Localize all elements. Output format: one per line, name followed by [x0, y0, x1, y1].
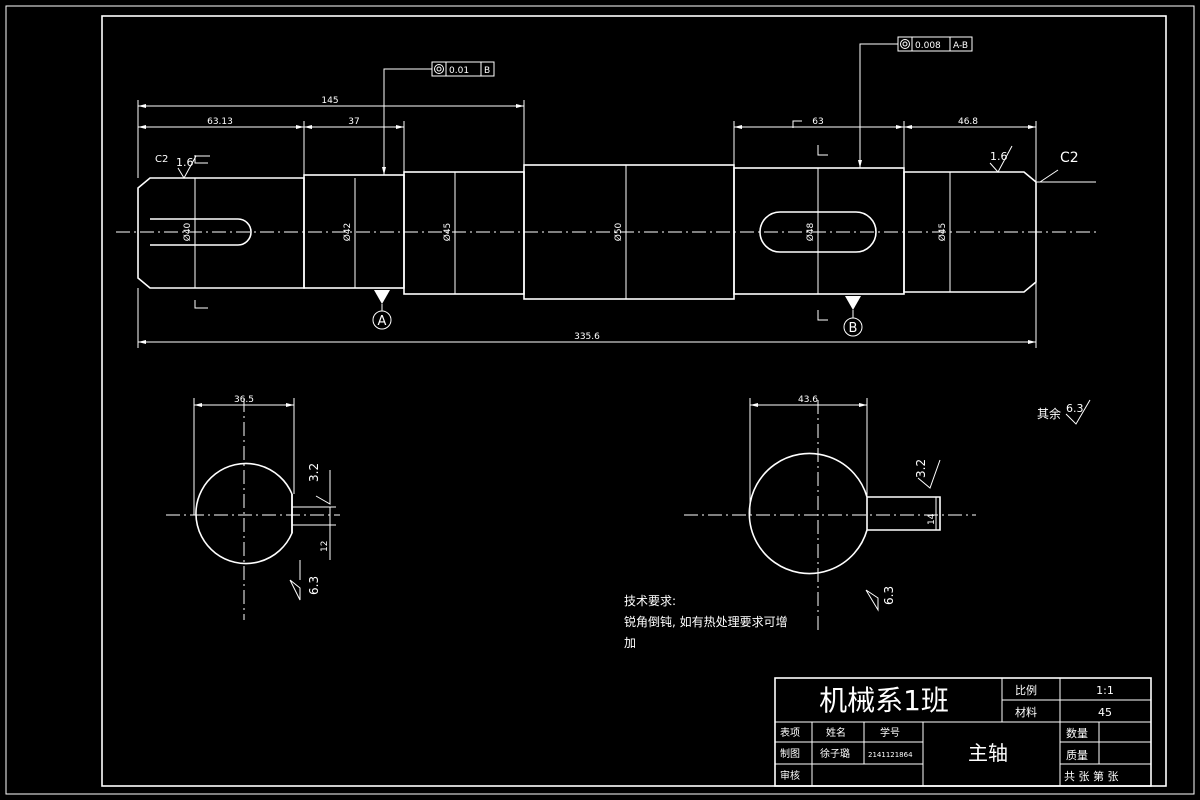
material-label: 材料 — [1015, 705, 1037, 719]
datum-a: A — [372, 290, 392, 330]
title-school: 机械系1班 — [819, 684, 949, 717]
row-draw: 制图 — [780, 747, 800, 760]
col-item: 表项 — [780, 726, 800, 739]
roughness-63-left: 6.3 — [307, 576, 321, 595]
tech-line-2: 加 — [624, 636, 636, 650]
qty-label: 数量 — [1066, 727, 1088, 740]
drawer-name: 徐子璐 — [820, 747, 850, 760]
outer-border — [5, 5, 1195, 795]
dia-42: Ø42 — [342, 223, 353, 242]
dia-45b: Ø45 — [937, 223, 948, 242]
weight-label: 质量 — [1066, 749, 1088, 762]
shaft-seg-1 — [137, 177, 305, 289]
keyway-left — [150, 218, 252, 246]
dia-45a: Ø45 — [442, 223, 453, 242]
tolerance-frame-left: 0.01 B — [382, 61, 495, 175]
roughness-symbol-2: 1.6 — [989, 145, 1013, 173]
dim-436: 43.6 — [798, 395, 818, 405]
rest-roughness-value: 6.3 — [1066, 402, 1084, 415]
rest-roughness-icon — [1065, 399, 1091, 425]
svg-text:A: A — [378, 314, 387, 329]
svg-text:1.6: 1.6 — [176, 156, 194, 169]
svg-text:A-B: A-B — [953, 41, 968, 51]
shaft-seg-3 — [403, 171, 525, 295]
horizontal-dims — [137, 100, 1037, 348]
chamfer-left: C2 — [155, 154, 168, 165]
key-width-right: 14 — [927, 513, 937, 525]
scale-label: 比例 — [1015, 683, 1037, 697]
dim-63: 63 — [812, 117, 823, 127]
chamfer-right: C2 — [1060, 150, 1079, 166]
scale-value: 1:1 — [1096, 684, 1114, 697]
rest-roughness-label: 其余 — [1037, 406, 1061, 421]
dim-468: 46.8 — [958, 117, 978, 127]
dim-3356: 335.6 — [574, 332, 600, 342]
roughness-symbol-1: 1.6 — [176, 155, 210, 180]
dim-365: 36.5 — [234, 395, 254, 405]
roughness-32-right: 3.2 — [914, 459, 928, 478]
section-view-left — [166, 398, 340, 620]
keyway-right — [759, 211, 877, 253]
roughness-63-right: 6.3 — [882, 586, 896, 605]
dim-6313: 63.13 — [207, 117, 233, 127]
dim-145: 145 — [321, 96, 338, 106]
dia-left: Ø40 — [182, 222, 193, 241]
tolerance-frame-right: 0.008 A-B — [858, 36, 973, 168]
dim-37: 37 — [348, 117, 359, 127]
material-value: 45 — [1098, 706, 1112, 719]
inner-border — [101, 15, 1167, 787]
shaft-view — [116, 164, 1100, 300]
drawer-id: 2141121864 — [868, 751, 913, 759]
dia-50: Ø50 — [613, 222, 624, 241]
svg-text:B: B — [484, 66, 490, 76]
row-check: 审核 — [780, 769, 800, 782]
roughness-32-left: 3.2 — [307, 463, 321, 482]
key-width-left: 12 — [320, 541, 330, 552]
svg-text:0.008: 0.008 — [915, 41, 941, 51]
svg-text:0.01: 0.01 — [449, 66, 469, 76]
datum-b: B — [843, 296, 863, 337]
dia-mid-right: Ø48 — [805, 222, 816, 241]
col-name: 姓名 — [826, 726, 846, 739]
tech-line-1: 锐角倒钝, 如有热处理要求可增 — [624, 614, 788, 629]
tech-title: 技术要求: — [624, 594, 676, 608]
section-view-right — [684, 398, 976, 630]
svg-text:B: B — [849, 321, 858, 336]
col-id: 学号 — [880, 726, 900, 739]
title-block — [774, 677, 1152, 787]
sheets: 共 张 第 张 — [1064, 769, 1119, 783]
svg-text:1.6: 1.6 — [990, 150, 1008, 163]
part-name: 主轴 — [968, 741, 1008, 765]
